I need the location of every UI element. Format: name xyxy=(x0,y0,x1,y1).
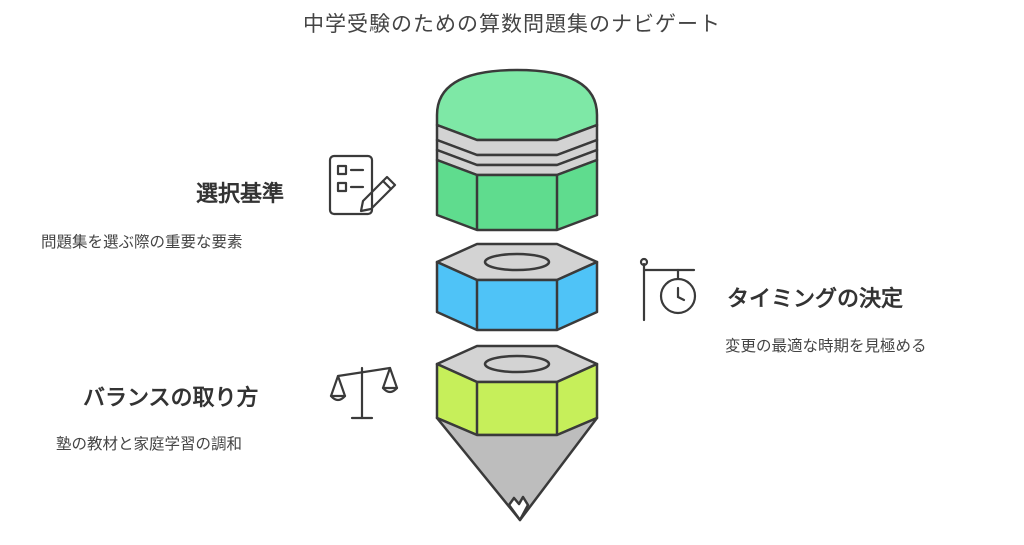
section-heading-balance: バランスの取り方 xyxy=(83,386,259,411)
section-heading-selection: 選択基準 xyxy=(196,182,285,207)
balance-scale-icon xyxy=(329,366,399,420)
hanging-clock-icon xyxy=(639,257,697,322)
lime-hex-segment xyxy=(435,344,599,437)
checklist-pencil-icon xyxy=(328,154,397,216)
section-description-timing: 変更の最適な時期を見極める xyxy=(725,337,927,355)
section-heading-timing: タイミングの決定 xyxy=(727,287,904,312)
page-title: 中学受験のための算数問題集のナビゲート xyxy=(303,12,721,36)
blue-hex-segment xyxy=(435,242,599,332)
pencil-tip xyxy=(435,416,599,522)
section-description-selection: 問題集を選ぶ際の重要な要素 xyxy=(41,233,243,251)
section-description-balance: 塾の教材と家庭学習の調和 xyxy=(56,435,243,453)
eraser-segment xyxy=(435,68,599,232)
